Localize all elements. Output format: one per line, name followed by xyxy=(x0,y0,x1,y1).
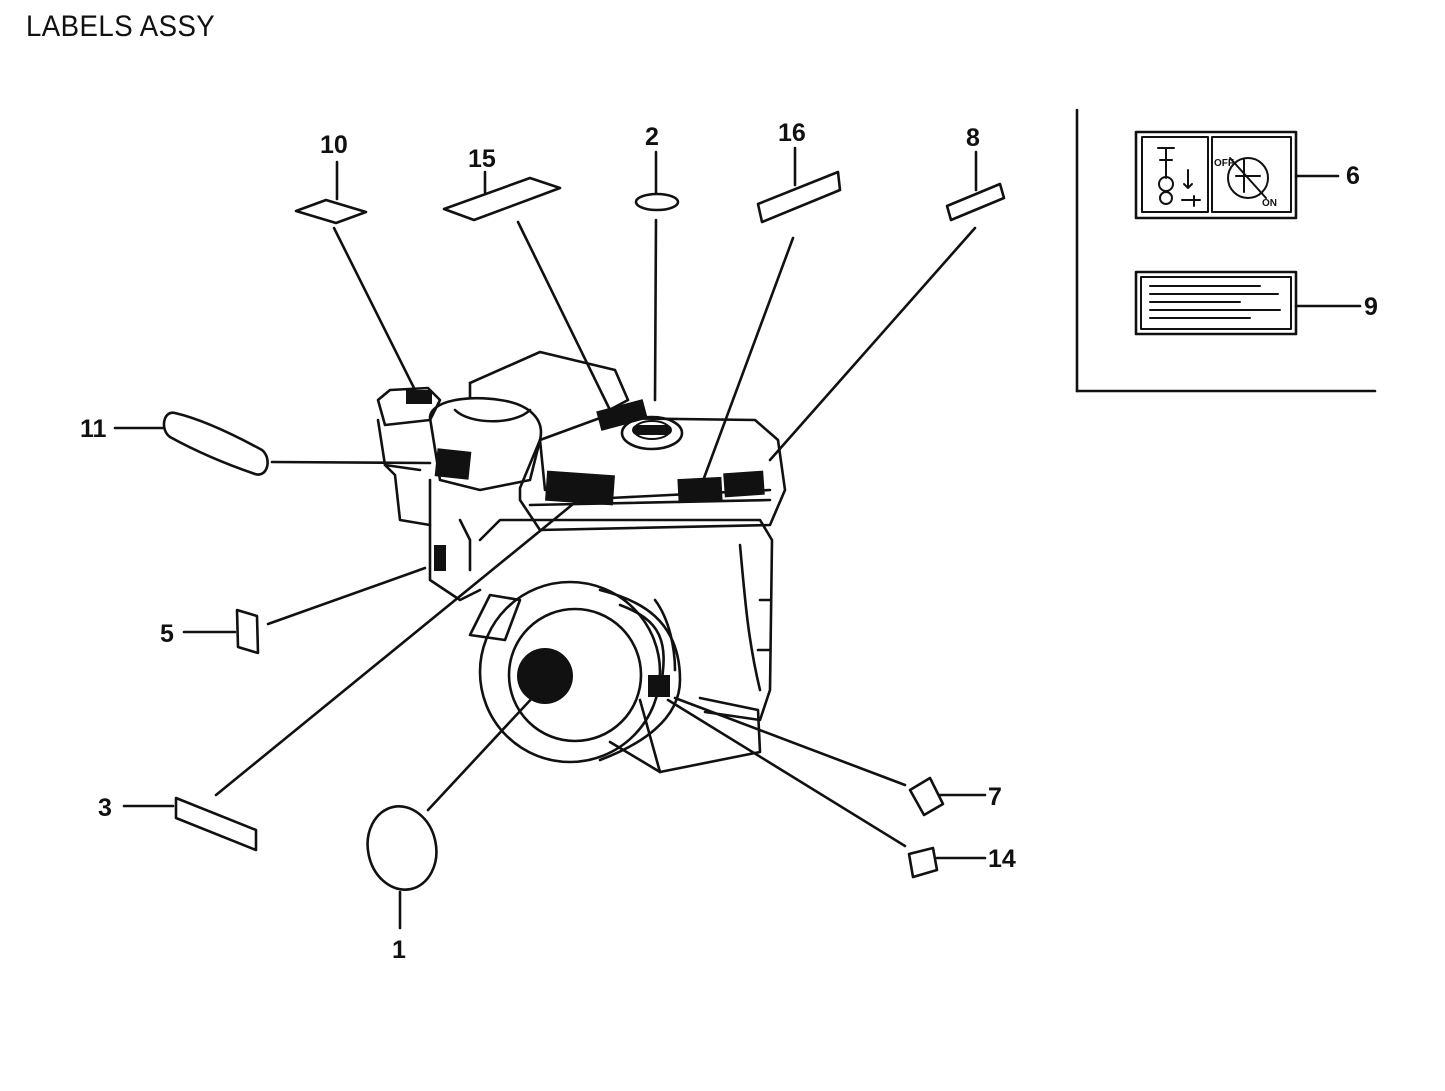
callout-9: 9 xyxy=(1364,293,1378,321)
engine-illustration xyxy=(376,350,787,774)
inset-frame xyxy=(1075,108,1377,393)
callout-6: 6 xyxy=(1346,162,1360,190)
callout-2: 2 xyxy=(645,123,659,151)
label-14[interactable] xyxy=(666,698,987,879)
callout-15: 15 xyxy=(468,145,496,173)
label-8[interactable] xyxy=(768,150,1006,462)
page-title: LABELS ASSY xyxy=(26,10,216,43)
label-15[interactable] xyxy=(442,170,612,412)
label-6-off-text: OFF xyxy=(1214,158,1234,169)
label-6-warning-decal[interactable]: OFF ON xyxy=(1134,130,1340,220)
callout-14: 14 xyxy=(988,845,1016,873)
callout-16: 16 xyxy=(778,119,806,147)
callout-10: 10 xyxy=(320,131,348,159)
callout-8: 8 xyxy=(966,124,980,152)
callout-1: 1 xyxy=(392,936,406,964)
label-16[interactable] xyxy=(702,146,842,480)
callout-3: 3 xyxy=(98,794,112,822)
label-2[interactable] xyxy=(634,150,680,402)
label-3[interactable] xyxy=(122,498,580,852)
callout-5: 5 xyxy=(160,620,174,648)
callout-7: 7 xyxy=(988,783,1002,811)
label-7[interactable] xyxy=(673,696,987,817)
label-10[interactable] xyxy=(294,160,422,402)
label-6-on-text: ON xyxy=(1262,198,1277,209)
label-1[interactable] xyxy=(360,693,537,930)
label-11[interactable] xyxy=(113,411,432,476)
label-5[interactable] xyxy=(182,566,427,655)
callout-11: 11 xyxy=(80,415,107,443)
label-9-instruction-decal[interactable] xyxy=(1134,270,1362,336)
